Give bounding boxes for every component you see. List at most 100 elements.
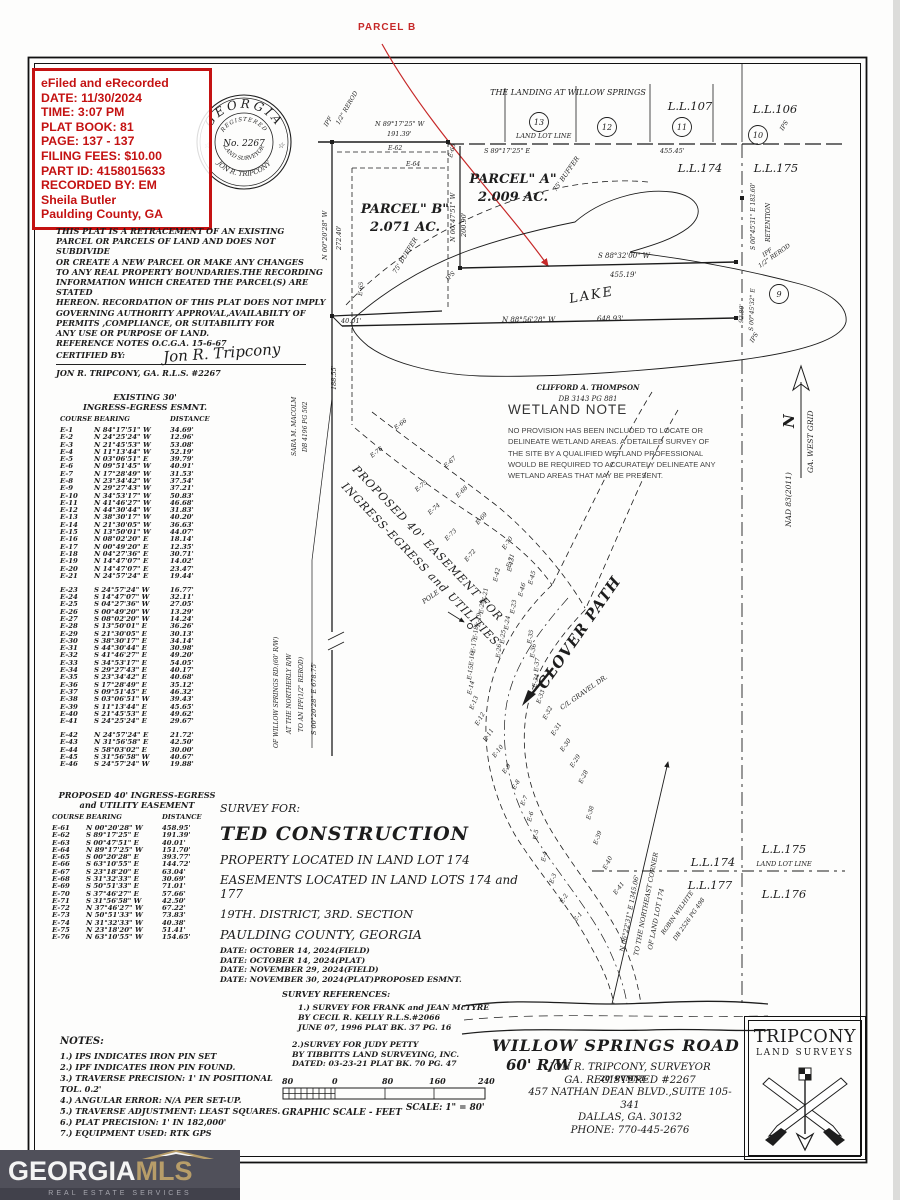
map-label: E-42	[492, 567, 502, 583]
text-line: 2.) IPF INDICATES IRON PIN FOUND.	[60, 1062, 236, 1072]
clover-path-label: CLOVER PATH	[534, 573, 625, 693]
course-cell: E-8	[60, 476, 74, 485]
landlot-176-label: L.L.176	[761, 887, 807, 901]
parcel-a-acreage: 2.009 AC.	[477, 190, 548, 205]
course-cell: E-26	[60, 607, 78, 616]
course-cell: S 37°46'27" E	[86, 889, 139, 898]
notes-title: NOTES:	[60, 1036, 104, 1047]
col-bearing: BEARING	[94, 415, 130, 423]
map-label: E-4	[540, 851, 549, 864]
map-label: E-38	[585, 805, 596, 822]
lake-label: LAKE	[567, 284, 615, 307]
course-cell: E-74	[52, 918, 70, 927]
course-cell: E-36	[60, 680, 78, 689]
map-label: E-3	[548, 872, 559, 885]
machete-handle-left	[765, 1128, 787, 1146]
map-label: S 88°32'00" W	[598, 252, 651, 260]
course-cell: S 11°13'44" E	[94, 702, 147, 711]
course-cell: S 44°30'44" E	[94, 644, 147, 653]
course-cell: N 00°49'20" E	[94, 542, 149, 551]
course-cell: E-33	[60, 658, 78, 667]
landlot-107-label: L.L.107	[667, 99, 713, 113]
course-cell: S 31°56'58" W	[86, 896, 142, 905]
text-line: JON R. TRIPCONY, SURVEYOR	[549, 1062, 711, 1073]
course-cell: E-3	[60, 440, 74, 449]
gmls-roof-icon	[142, 1150, 214, 1159]
course-cell: N 31°56'58" E	[94, 738, 149, 747]
course-cell: 40.68'	[170, 673, 194, 682]
course-cell: E-65	[52, 853, 70, 862]
course-cell: E-20	[60, 564, 78, 573]
col-bearing: BEARING	[86, 813, 122, 821]
course-cell: 458.95'	[162, 823, 191, 832]
parcel-b-annotation-arrow	[381, 43, 549, 267]
map-label: 648.93'	[597, 315, 623, 323]
course-cell: N 38°30'17" W	[94, 513, 151, 522]
map-label: E-6	[526, 811, 536, 824]
map-label: E-23	[509, 599, 519, 615]
map-label: E-13	[468, 695, 480, 712]
course-cell: E-62	[52, 831, 70, 840]
parcel-b-annotation: PARCEL B	[358, 22, 417, 33]
course-cell: S 89°17'25" E	[86, 831, 139, 840]
lot-11: 11	[677, 123, 687, 132]
text-line: 5.) TRAVERSE ADJUSTMENT: LEAST SQUARES.	[60, 1106, 281, 1116]
corridor-centerline	[504, 597, 628, 1005]
course-cell: E-13	[60, 513, 78, 522]
map-label: E-10	[490, 744, 505, 760]
pole-label: POLE	[420, 588, 441, 606]
clover-path-arrow	[529, 667, 554, 697]
course-cell: S 24°57'24" W	[94, 760, 150, 769]
scale-num: 80	[282, 1076, 294, 1086]
course-cell: E-30	[60, 636, 78, 645]
text-line: DELINEATE WETLAND AREAS. A DETAILED SURV…	[508, 437, 710, 447]
map-label: E-76	[368, 445, 384, 460]
text-line: 3.) TRAVERSE PRECISION: 1' IN POSITIONAL…	[60, 1073, 273, 1094]
course-cell: E-43	[60, 738, 78, 747]
course-cell: N 14°47'07" E	[94, 564, 149, 573]
course-cell: 45.65'	[170, 702, 194, 711]
course-cell: E-42	[60, 731, 78, 739]
course-cell: E-73	[52, 911, 70, 920]
course-cell: 37.21'	[170, 484, 194, 493]
text-line: PAGE: 137 - 137	[41, 134, 135, 149]
text-line: DATE: OCTOBER 14, 2024(PLAT)	[220, 955, 366, 965]
buffer-line	[345, 180, 649, 306]
course-cell: E-37	[60, 687, 78, 696]
text-line: 457 NATHAN DEAN BLVD.,SUITE 105-341	[528, 1087, 732, 1111]
course-cell: 19.88'	[170, 760, 194, 769]
map-label: E-32	[541, 705, 554, 722]
map-label: E-7	[519, 794, 530, 807]
course-cell: E-24	[60, 593, 78, 602]
course-cell: 51.41'	[162, 926, 186, 935]
map-label: 75' BUFFER	[391, 236, 420, 275]
text-line: PART ID: 4158015633	[41, 163, 166, 178]
northeast-corner-arrow	[611, 761, 670, 1005]
text-line: PARCEL OR PARCELS OF LAND AND DOES NOT S…	[56, 236, 276, 257]
course-cell: E-28	[60, 622, 78, 631]
course-cell: E-9	[60, 484, 74, 493]
map-label: S 00°45'32" E	[748, 288, 757, 331]
map-label: TO AN IPF(1/2" REROD)	[298, 656, 305, 732]
scale-caption: GRAPHIC SCALE - FEET	[282, 1108, 402, 1118]
course-cell: E-18	[60, 549, 78, 558]
map-label: E-18	[472, 625, 480, 641]
course-cell: E-25	[60, 600, 78, 609]
map-label: RETENTION	[765, 202, 772, 243]
course-cell: 37.54'	[170, 476, 194, 485]
gmls-subtitle: REAL ESTATE SERVICES	[0, 1188, 240, 1200]
landlot-177-label: L.L.177	[687, 878, 733, 892]
landlot-174-label-south: L.L.174	[690, 855, 736, 869]
course-cell: E-16	[60, 535, 78, 544]
course-cell: 40.20'	[170, 513, 194, 522]
scale-ratio: SCALE: 1" = 80'	[406, 1103, 485, 1113]
map-label: S 00°45'31" E 183.60'	[750, 182, 757, 250]
course-cell: E-1	[60, 425, 74, 434]
text-line: INFORMATION WHICH CREATED THE PARCEL(S) …	[56, 277, 309, 298]
course-cell: 19.44'	[170, 571, 194, 580]
course-cell: 63.04'	[162, 867, 186, 876]
course-cell: E-31	[60, 644, 78, 653]
